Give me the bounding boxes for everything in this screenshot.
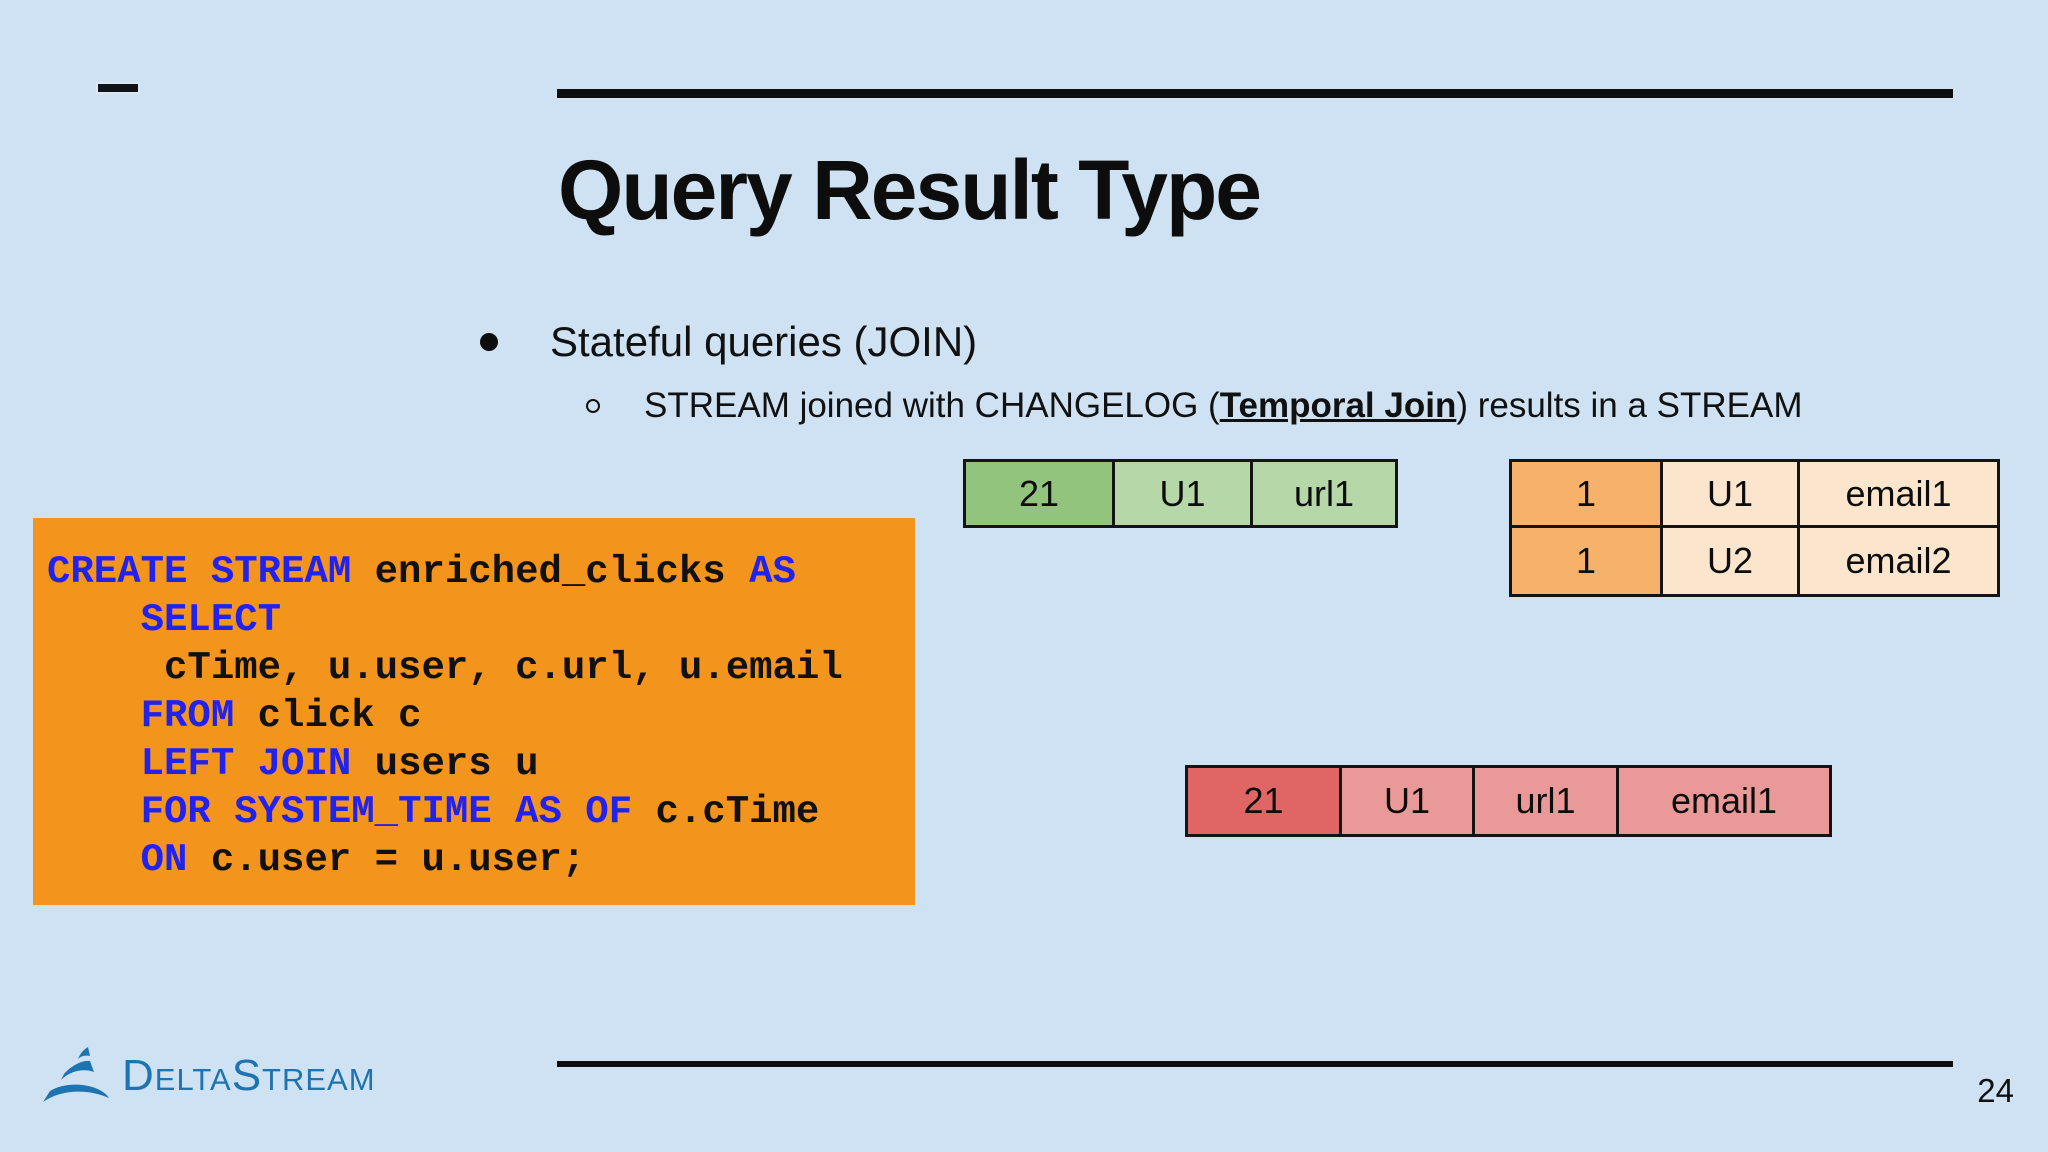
sql-text: click c <box>234 694 422 738</box>
deltastream-delta-icon <box>43 1047 109 1102</box>
sql-text: enriched_clicks <box>351 550 750 594</box>
code-line: SELECT <box>47 596 901 644</box>
table-cell: email2 <box>1800 528 2000 597</box>
table-cell: email1 <box>1619 765 1832 837</box>
sql-text <box>47 790 141 834</box>
code-line: cTime, u.user, c.url, u.email <box>47 644 901 692</box>
bullet-item: Stateful queries (JOIN) <box>480 318 977 366</box>
sub-bullet-item: STREAM joined with CHANGELOG (Temporal J… <box>586 386 1803 426</box>
table-cell: U1 <box>1663 459 1800 528</box>
sql-text: users u <box>351 742 539 786</box>
sql-text <box>47 742 141 786</box>
sql-keyword: FROM <box>140 694 235 738</box>
table-cell: 21 <box>963 459 1115 528</box>
code-line: CREATE STREAM enriched_clicks AS <box>47 548 901 596</box>
table-cell: 21 <box>1185 765 1342 837</box>
sql-keyword: ON <box>140 838 188 882</box>
sub-bullet-emphasis: Temporal Join <box>1219 386 1457 425</box>
bullet-dot-icon <box>480 333 498 351</box>
bullet-text: Stateful queries (JOIN) <box>550 318 978 365</box>
sub-bullet-suffix: ) results in a STREAM <box>1456 386 1803 425</box>
table-cell: U2 <box>1663 528 1800 597</box>
sql-text: c.cTime <box>632 790 820 834</box>
code-line: FROM click c <box>47 692 901 740</box>
table-cell: U1 <box>1115 459 1253 528</box>
page-number: 24 <box>1977 1072 2014 1109</box>
table-cell: U1 <box>1342 765 1475 837</box>
code-line: ON c.user = u.user; <box>47 836 901 884</box>
sql-text: cTime, u.user, c.url, u.email <box>47 646 843 690</box>
sub-bullet-text: STREAM joined with CHANGELOG (Temporal J… <box>644 386 1803 426</box>
table-cell: url1 <box>1475 765 1619 837</box>
sql-text <box>47 694 141 738</box>
sub-bullet-circle-icon <box>586 399 600 413</box>
deltastream-logo: DeltaStream <box>40 1044 376 1108</box>
bottom-divider-line <box>557 1061 1953 1067</box>
table-cell: 1 <box>1509 459 1663 528</box>
sql-text <box>47 598 141 642</box>
code-line: LEFT JOIN users u <box>47 740 901 788</box>
page-title: Query Result Type <box>558 143 1262 237</box>
sql-keyword: SELECT <box>140 598 282 642</box>
table-cell: email1 <box>1800 459 2000 528</box>
table-cell: 1 <box>1509 528 1663 597</box>
sql-keyword: LEFT JOIN <box>140 742 352 786</box>
sql-text: c.user = u.user; <box>187 838 586 882</box>
sql-text <box>47 838 141 882</box>
sql-code-block: CREATE STREAM enriched_clicks AS SELECT … <box>33 518 915 905</box>
sql-keyword: CREATE STREAM <box>47 550 352 594</box>
top-left-dash <box>96 82 140 94</box>
sql-keyword: AS <box>749 550 796 594</box>
table-cell: url1 <box>1253 459 1398 528</box>
sql-keyword: FOR SYSTEM_TIME AS OF <box>140 790 633 834</box>
code-line: FOR SYSTEM_TIME AS OF c.cTime <box>47 788 901 836</box>
sub-bullet-prefix: STREAM joined with CHANGELOG ( <box>644 386 1220 425</box>
top-divider-line <box>557 89 1953 98</box>
deltastream-logo-text: DeltaStream <box>122 1051 376 1100</box>
